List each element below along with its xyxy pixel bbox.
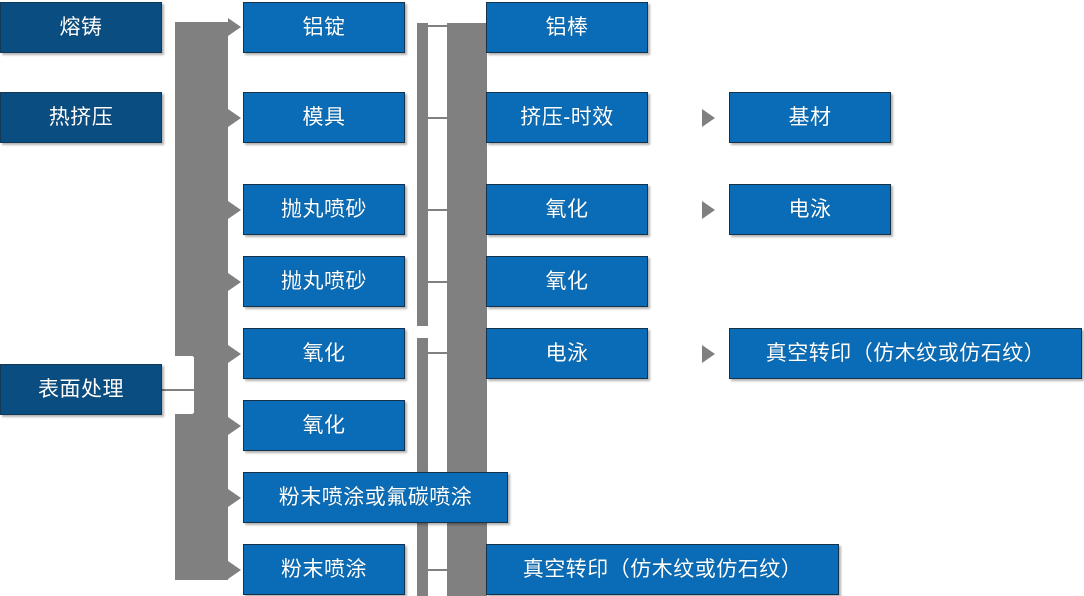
arrow-to-powder-coating — [228, 561, 241, 579]
arrow-to-shot-blast-1 — [228, 201, 241, 219]
process-box-aluminum-ingot[interactable]: 铝锭 — [243, 0, 405, 53]
process-label-base-material: 基材 — [788, 105, 832, 129]
process-box-powder-or-fluorocarbon[interactable]: 粉末喷涂或氟碳喷涂 — [243, 469, 508, 523]
arrow-to-oxidation-1 — [228, 345, 241, 363]
process-box-extrusion-aging[interactable]: 挤压-时效 — [486, 89, 648, 143]
stage-box-melt-cast[interactable]: 熔铸 — [0, 0, 162, 53]
process-box-die[interactable]: 模具 — [243, 89, 405, 143]
box-cap — [250, 325, 398, 331]
box-cap — [736, 89, 884, 95]
connector-meltcast-down — [80, 55, 83, 79]
stage-label-surface-treatment: 表面处理 — [38, 377, 124, 401]
process-box-vacuum-transfer-1[interactable]: 真空转印（仿木纹或仿石纹） — [486, 541, 839, 595]
process-label-powder-or-fluorocarbon: 粉末喷涂或氟碳喷涂 — [278, 485, 473, 509]
arrow-to-powder-or-fluorocarbon — [228, 489, 241, 507]
box-cap — [493, 253, 641, 259]
box-cap — [250, 0, 398, 5]
connector-rung-vacuum-transfer-1 — [428, 569, 448, 571]
connector-rung-oxidation-4 — [428, 281, 448, 283]
box-cap — [736, 325, 1075, 331]
box-cap — [7, 361, 155, 367]
process-label-vacuum-transfer-2: 真空转印（仿木纹或仿石纹） — [765, 341, 1046, 365]
arrow-to-aluminum-ingot — [228, 18, 241, 36]
connector-bar-inner-lower — [417, 338, 428, 596]
connector-rung-aluminum-bar — [428, 25, 448, 27]
process-box-shot-blast-1[interactable]: 抛丸喷砂 — [243, 181, 405, 235]
process-label-powder-coating: 粉末喷涂 — [281, 557, 367, 581]
process-label-electrophoresis-1: 电泳 — [545, 341, 589, 365]
stage-box-hot-extrusion[interactable]: 热挤压 — [0, 89, 162, 143]
connector-rung-oxidation-3 — [428, 209, 448, 211]
process-label-shot-blast-2: 抛丸喷砂 — [281, 269, 367, 293]
process-box-vacuum-transfer-2[interactable]: 真空转印（仿木纹或仿石纹） — [729, 325, 1082, 379]
arrow-to-oxidation-2 — [228, 417, 241, 435]
process-label-die: 模具 — [302, 105, 346, 129]
process-label-oxidation-3: 氧化 — [545, 197, 589, 221]
process-box-electrophoresis-1[interactable]: 电泳 — [486, 325, 648, 379]
process-label-aluminum-ingot: 铝锭 — [302, 15, 346, 39]
process-box-oxidation-4[interactable]: 氧化 — [486, 253, 648, 307]
connector-bar-inner-upper — [417, 23, 428, 326]
process-label-electrophoresis-2: 电泳 — [788, 197, 832, 221]
box-cap — [250, 541, 398, 547]
spine-gap-surface-treatment — [162, 357, 194, 413]
box-cap — [250, 397, 398, 403]
process-box-base-material[interactable]: 基材 — [729, 89, 891, 143]
box-cap — [493, 181, 641, 187]
process-label-aluminum-bar: 铝棒 — [545, 15, 589, 39]
stage-label-melt-cast: 熔铸 — [59, 15, 103, 39]
box-cap — [493, 89, 641, 95]
connector-spine-left-lower — [175, 414, 228, 580]
process-box-oxidation-3[interactable]: 氧化 — [486, 181, 648, 235]
box-cap — [7, 0, 155, 5]
process-label-extrusion-aging: 挤压-时效 — [520, 105, 614, 129]
process-box-oxidation-2[interactable]: 氧化 — [243, 397, 405, 451]
process-label-oxidation-4: 氧化 — [545, 269, 589, 293]
box-cap — [250, 253, 398, 259]
box-cap — [493, 541, 832, 547]
process-box-aluminum-bar[interactable]: 铝棒 — [486, 0, 648, 53]
process-box-oxidation-1[interactable]: 氧化 — [243, 325, 405, 379]
box-cap — [250, 89, 398, 95]
process-label-vacuum-transfer-1: 真空转印（仿木纹或仿石纹） — [522, 557, 803, 581]
box-cap — [7, 89, 155, 95]
arrow-to-shot-blast-2 — [228, 273, 241, 291]
connector-rung-extrusion-aging — [428, 117, 448, 119]
stage-box-surface-treatment[interactable]: 表面处理 — [0, 361, 162, 415]
stage-label-hot-extrusion: 热挤压 — [48, 105, 114, 129]
connector-rung-electrophoresis-1 — [428, 352, 448, 354]
arrow-to-vacuum-transfer-2 — [702, 345, 715, 363]
box-cap — [493, 325, 641, 331]
process-label-oxidation-2: 氧化 — [302, 413, 346, 437]
process-label-oxidation-1: 氧化 — [302, 341, 346, 365]
box-cap — [736, 181, 884, 187]
connector-spine-left-mid — [193, 356, 228, 414]
box-cap — [493, 0, 641, 5]
process-box-shot-blast-2[interactable]: 抛丸喷砂 — [243, 253, 405, 307]
arrow-to-electrophoresis-2 — [702, 201, 715, 219]
arrow-to-base-material — [702, 109, 715, 127]
arrow-to-die — [228, 109, 241, 127]
process-box-electrophoresis-2[interactable]: 电泳 — [729, 181, 891, 235]
connector-spine-left — [175, 22, 228, 356]
process-label-shot-blast-1: 抛丸喷砂 — [281, 197, 367, 221]
connector-surface-treatment-tap — [162, 389, 196, 391]
box-cap — [250, 181, 398, 187]
process-box-powder-coating[interactable]: 粉末喷涂 — [243, 541, 405, 595]
